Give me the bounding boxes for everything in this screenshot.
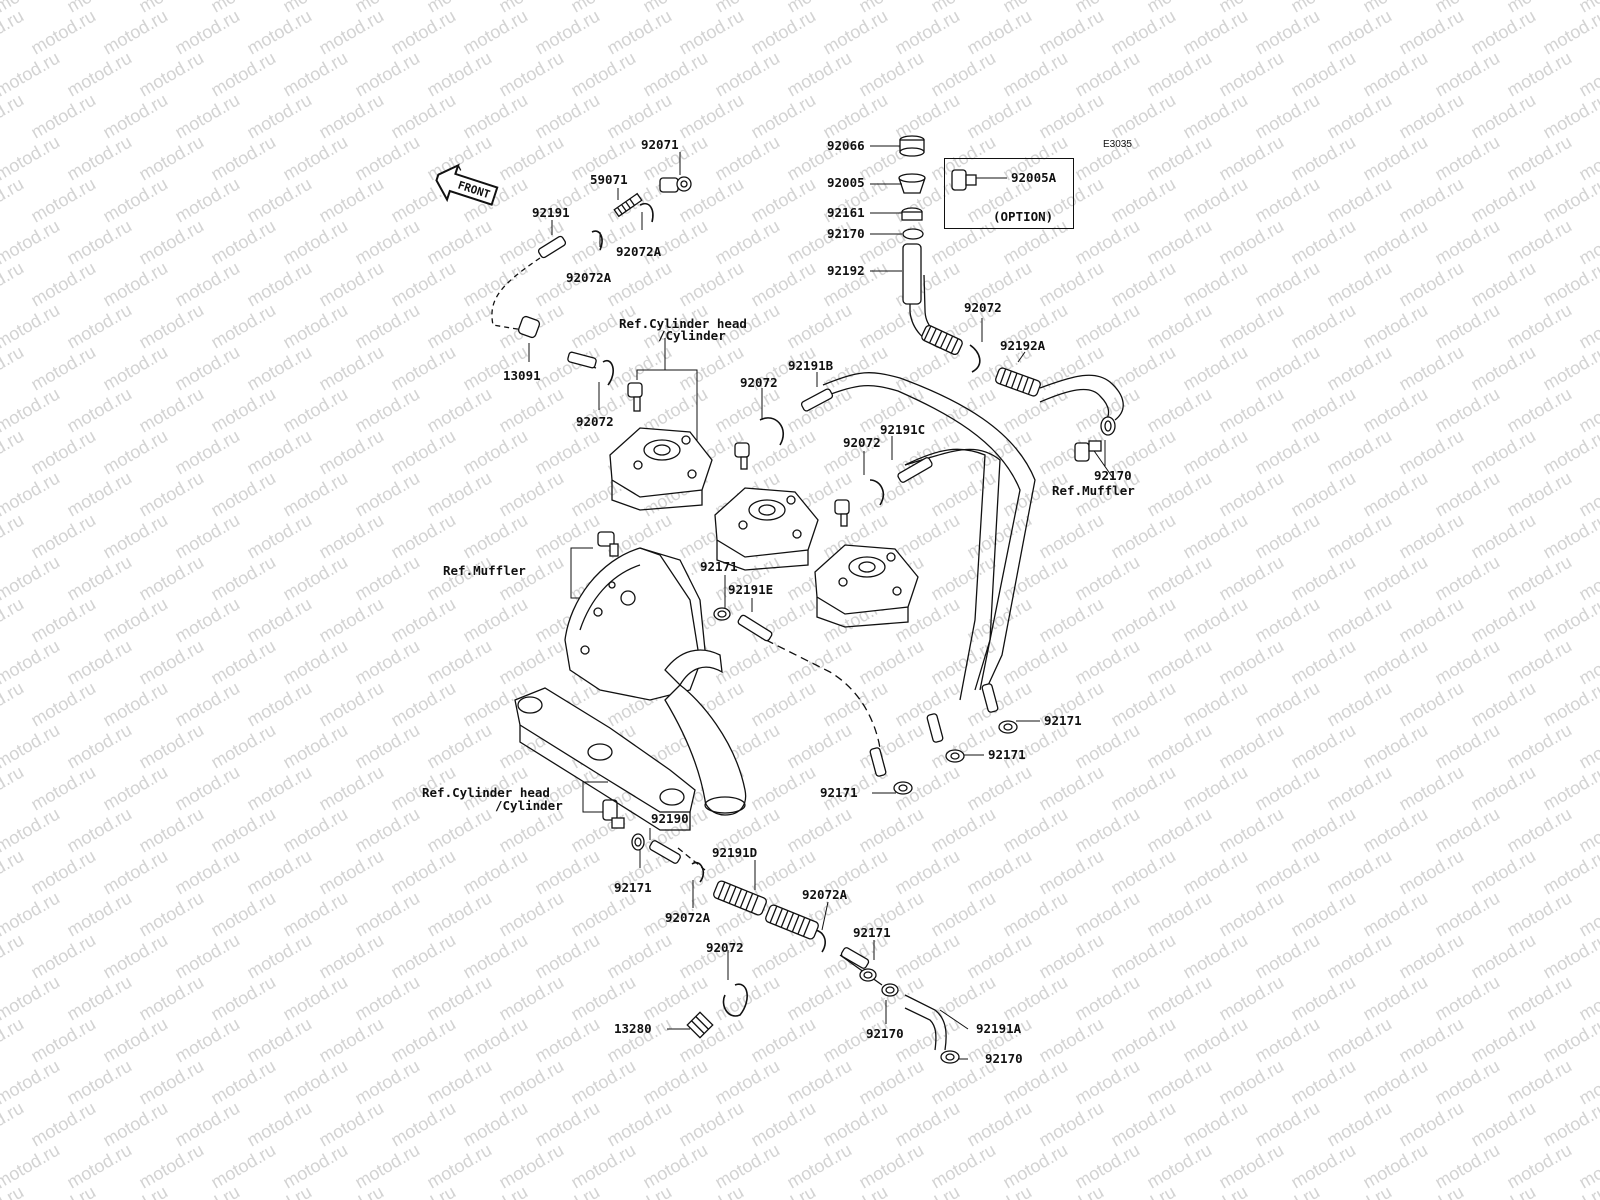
bolt-icon [613, 192, 643, 218]
part-label-92005[interactable]: 92005 [827, 175, 865, 190]
corrugated-hose-icon [995, 367, 1041, 397]
front-arrow-icon: FRONT [435, 163, 499, 206]
part-label-92191C[interactable]: 92191C [880, 422, 926, 437]
label-plate-icon [686, 1011, 714, 1039]
part-label-59071[interactable]: 59071 [590, 172, 628, 187]
tube-icon [567, 351, 597, 369]
part-label-92066[interactable]: 92066 [827, 138, 865, 153]
part-label-92072[interactable]: 92072 [740, 375, 778, 390]
part-label-92171[interactable]: 92171 [614, 880, 652, 895]
part-label-92072A[interactable]: 92072A [802, 887, 848, 902]
option-label: (OPTION) [993, 209, 1054, 224]
part-label-92170[interactable]: 92170 [985, 1051, 1023, 1066]
part-label-92170[interactable]: 92170 [1094, 468, 1132, 483]
exhaust-manifold-icon [514, 687, 696, 831]
tube-icon [926, 713, 944, 743]
part-label-92072A[interactable]: 92072A [665, 910, 711, 925]
part-label-92071[interactable]: 92071 [641, 137, 679, 152]
nipple-fitting-icon [1074, 440, 1102, 462]
corrugated-hose-icon [921, 324, 963, 356]
corrugated-hose-icon [765, 904, 819, 940]
part-label-92072[interactable]: 92072 [964, 300, 1002, 315]
part-label-92170[interactable]: 92170 [827, 226, 865, 241]
part-label-92072[interactable]: 92072 [576, 414, 614, 429]
option-box [944, 158, 1074, 229]
clip-icon [759, 417, 784, 446]
part-label-92161[interactable]: 92161 [827, 205, 865, 220]
part-label-92072[interactable]: 92072 [706, 940, 744, 955]
ref-muffler-right: Ref.Muffler [1052, 483, 1135, 498]
part-label-13091[interactable]: 13091 [503, 368, 541, 383]
hose-clamp-icon [1100, 416, 1116, 436]
elbow-fitting-icon [834, 499, 850, 527]
corrugated-hose-icon [713, 880, 767, 916]
hose-clamp-icon [945, 749, 965, 763]
bent-hose-icon [904, 994, 947, 1051]
clip-icon [691, 861, 705, 883]
part-label-92171[interactable]: 92171 [820, 785, 858, 800]
hose-clamp-icon [998, 720, 1018, 734]
ref-cylinder-bottom: /Cylinder [495, 798, 563, 813]
hose-clamp-icon [881, 983, 899, 997]
part-label-92191E[interactable]: 92191E [728, 582, 774, 597]
clip-icon [591, 230, 603, 251]
part-label-13280[interactable]: 13280 [614, 1021, 652, 1036]
clip-icon [869, 479, 885, 506]
part-label-92171[interactable]: 92171 [700, 559, 738, 574]
hose-clamp-icon [940, 1050, 960, 1064]
hose-clamp-icon [893, 781, 913, 795]
tube-icon [981, 683, 999, 713]
part-label-92191[interactable]: 92191 [532, 205, 570, 220]
muffler-body-icon [564, 547, 747, 816]
hose-clamp-icon [859, 968, 877, 982]
tube-icon [737, 614, 773, 642]
part-label-92072A[interactable]: 92072A [616, 244, 662, 259]
elbow-fitting-icon [627, 382, 643, 412]
part-label-92005A[interactable]: 92005A [1011, 170, 1057, 185]
part-label-92191A[interactable]: 92191A [976, 1021, 1022, 1036]
elbow-fitting-icon [602, 799, 625, 829]
ref-cylinder-head-bottom: Ref.Cylinder head [422, 785, 550, 800]
cylinder-head-icon [814, 544, 919, 628]
cylinder-head-icon [714, 487, 819, 571]
elbow-fitting-icon [597, 531, 619, 557]
tube-icon [840, 947, 870, 969]
part-label-92072[interactable]: 92072 [843, 435, 881, 450]
clip-icon [722, 983, 748, 1017]
tube-icon [649, 840, 681, 864]
cap-stack-icon [898, 135, 926, 305]
ref-cylinder-head-top: Ref.Cylinder head [619, 316, 747, 331]
part-label-92171[interactable]: 92171 [1044, 713, 1082, 728]
cap-icon [517, 315, 541, 339]
part-label-92190[interactable]: 92190 [651, 811, 689, 826]
clip-icon [969, 344, 981, 373]
part-label-92170[interactable]: 92170 [866, 1026, 904, 1041]
tube-icon [537, 235, 567, 259]
part-label-92072A[interactable]: 92072A [566, 270, 612, 285]
tube-icon [897, 457, 933, 483]
ref-muffler-left: Ref.Muffler [443, 563, 526, 578]
elbow-fitting-icon [659, 176, 692, 193]
small-parts [517, 135, 1116, 1064]
part-label-92192[interactable]: 92192 [827, 263, 865, 278]
cylinder-head-icon [609, 427, 713, 511]
part-label-92171[interactable]: 92171 [988, 747, 1026, 762]
option-fitting-icon [951, 169, 977, 191]
hose-clamp-icon [631, 833, 645, 851]
diagram-code: E3035 [1103, 139, 1132, 150]
elbow-fitting-icon [734, 442, 750, 470]
hose-clamp-icon [713, 607, 731, 621]
clip-icon [639, 203, 654, 223]
part-label-92191B[interactable]: 92191B [788, 358, 834, 373]
tube-icon [869, 747, 887, 777]
ref-cylinder-top: /Cylinder [658, 328, 726, 343]
hose-routes [491, 257, 1124, 986]
part-label-92192A[interactable]: 92192A [1000, 338, 1046, 353]
clip-icon [602, 359, 614, 386]
tube-icon [800, 388, 834, 412]
part-label-92171[interactable]: 92171 [853, 925, 891, 940]
part-label-92191D[interactable]: 92191D [712, 845, 758, 860]
